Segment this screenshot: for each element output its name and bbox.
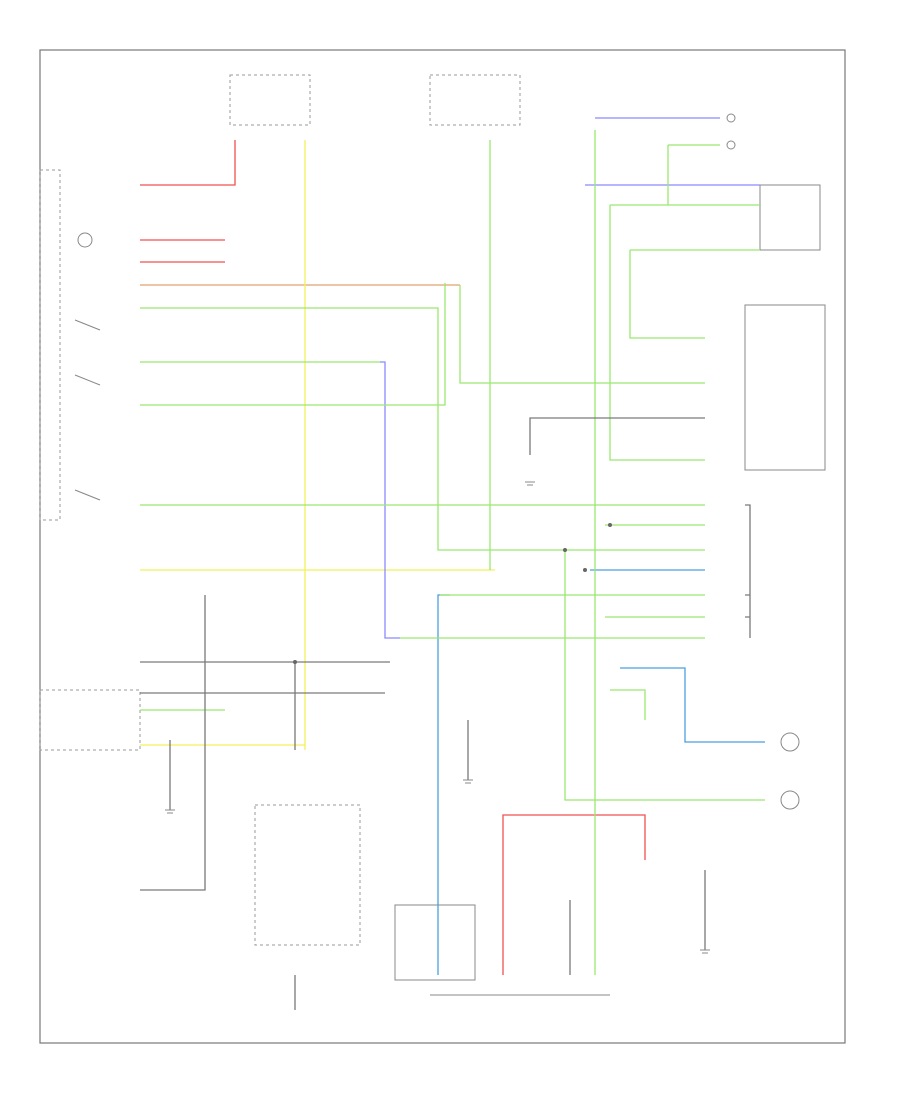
wire-relay-lines xyxy=(745,504,751,638)
wire-red-top xyxy=(140,140,236,186)
wire-gray-5 xyxy=(140,595,206,891)
diagnostic-connector xyxy=(394,904,476,981)
ground-symbol-4 xyxy=(700,949,710,954)
wire-green-3 xyxy=(140,283,446,406)
fuse-box-left xyxy=(229,74,311,126)
ground-symbol-2 xyxy=(165,809,175,814)
indicator-lamp-1 xyxy=(726,113,736,123)
wire-cyan-lamp xyxy=(620,667,765,743)
wire-cyan-main xyxy=(437,594,450,975)
hazard-lamp-symbol xyxy=(77,232,93,248)
wire-green-10 xyxy=(609,205,705,461)
ground-symbol-3 xyxy=(463,779,473,784)
integrated-control-unit xyxy=(39,689,141,751)
indicator-lamp-2 xyxy=(726,140,736,150)
wire-green-1 xyxy=(140,307,705,551)
wire-red-lower xyxy=(502,814,646,975)
left-turn-lamp-symbol xyxy=(780,732,800,752)
wire-gray-ground-1 xyxy=(529,417,705,455)
combination-switch xyxy=(759,184,821,251)
junction-3 xyxy=(583,568,587,572)
right-turn-lamp-symbol xyxy=(780,790,800,810)
brake-switch-box xyxy=(254,804,361,946)
fuse-box-right xyxy=(429,74,521,126)
ground-symbol-1 xyxy=(525,481,535,486)
diagram-frame xyxy=(39,49,846,1044)
wire-blue-mid xyxy=(380,361,400,639)
turn-relay-module xyxy=(744,304,826,471)
wire-green-18 xyxy=(610,689,646,720)
junction-1 xyxy=(563,548,567,552)
junction-4 xyxy=(608,523,612,527)
wire-green-5 xyxy=(459,285,705,384)
wire-green-12 xyxy=(564,550,765,801)
wire-green-8 xyxy=(667,144,720,205)
switch-contact-3 xyxy=(74,489,101,501)
junction-2 xyxy=(293,660,297,664)
hazard-switch-panel xyxy=(39,169,61,521)
switch-contact-1 xyxy=(74,319,101,331)
wire-green-9 xyxy=(629,249,760,339)
switch-contact-2 xyxy=(74,374,101,386)
